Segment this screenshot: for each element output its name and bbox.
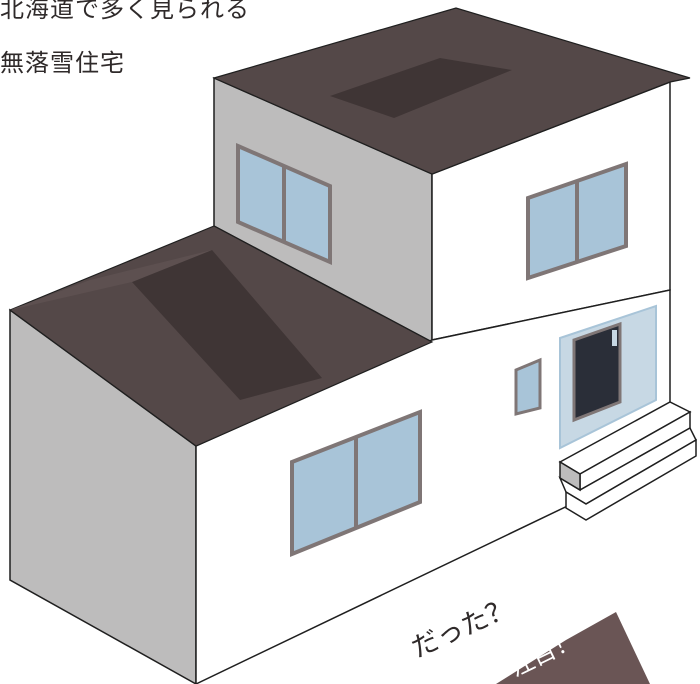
lower-roof-ridge [132, 250, 322, 400]
entrance-door [572, 321, 622, 423]
window-upper-side [236, 142, 332, 266]
entrance-steps [558, 401, 697, 521]
window-small [514, 357, 542, 416]
lower-roof-edge [10, 250, 212, 310]
door-handle [612, 330, 617, 346]
title: 北海道で多く見られる 無落雪住宅 [0, 0, 250, 90]
window-lower-front [290, 409, 422, 557]
title-line-1: 北海道で多く見られる [0, 0, 250, 23]
attention-badge [496, 612, 650, 684]
title-line-2: 無落雪住宅 [0, 49, 125, 77]
upper-roof-ridge [330, 58, 512, 118]
window-upper-front [526, 161, 628, 281]
